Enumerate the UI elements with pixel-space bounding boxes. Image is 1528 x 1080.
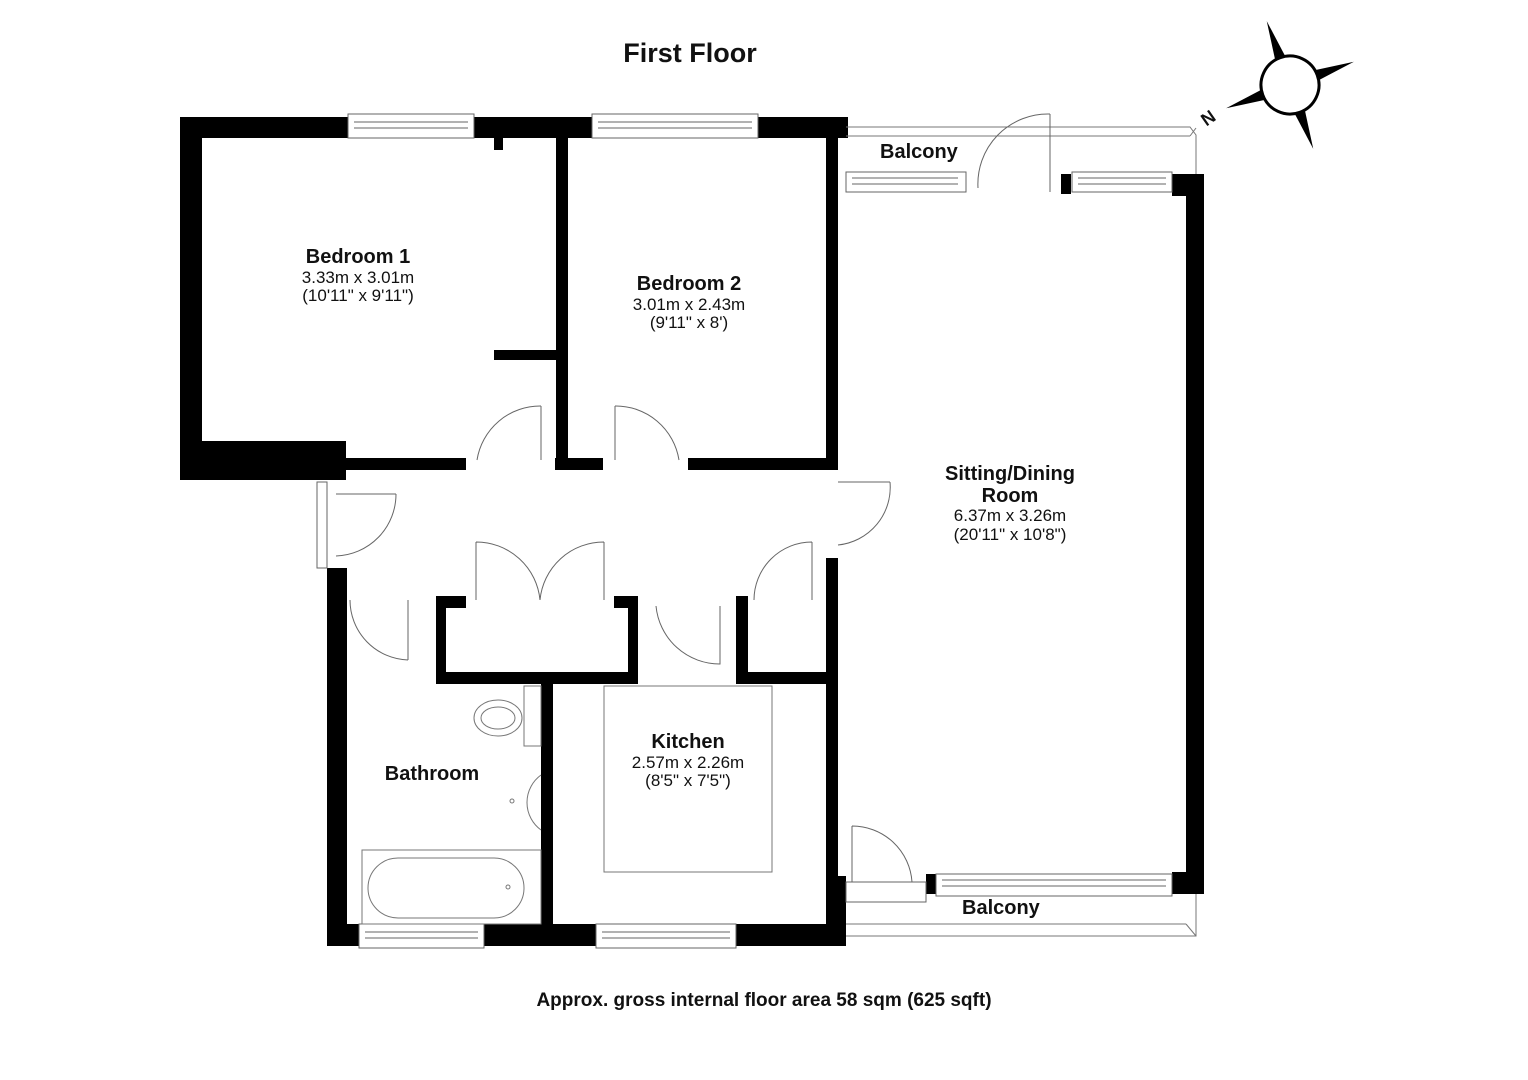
- compass-rose-icon: [1226, 21, 1354, 149]
- fixtures: [361, 685, 773, 925]
- room-metric: 6.37m x 3.26m: [953, 506, 1067, 526]
- room-name: Bedroom 2: [636, 273, 742, 295]
- balcony-label-top: Balcony: [880, 141, 958, 163]
- room-imperial: (10'11" x 9'11"): [302, 285, 414, 305]
- balcony-label-bottom: Balcony: [962, 897, 1040, 919]
- room-name: Bedroom 1: [305, 246, 411, 268]
- floor-area-note: Approx. gross internal floor area 58 sqm…: [536, 990, 992, 1011]
- room-name: Kitchen: [651, 731, 725, 753]
- room-metric: 2.57m x 2.26m: [631, 752, 745, 772]
- room-imperial: (20'11" x 10'8"): [953, 524, 1067, 544]
- room-label-bathroom: Bathroom: [384, 763, 480, 786]
- room-imperial: (9'11" x 8'): [649, 312, 729, 332]
- doors: [316, 113, 1051, 903]
- room-name-line2: Room: [981, 484, 1039, 507]
- room-imperial: (8'5" x 7'5"): [645, 770, 731, 790]
- room-label-kitchen: Kitchen 2.57m x 2.26m (8'5" x 7'5"): [631, 731, 745, 790]
- room-label-bedroom-2: Bedroom 2 3.01m x 2.43m (9'11" x 8'): [632, 273, 746, 332]
- walls: [180, 117, 1204, 946]
- floor-title: First Floor: [623, 38, 757, 68]
- balcony-outlines: [846, 126, 1197, 937]
- room-name: Sitting/Dining: [945, 463, 1075, 485]
- room-name: Bathroom: [384, 763, 480, 785]
- room-label-sitting-dining: Sitting/Dining Room 6.37m x 3.26m (20'11…: [945, 463, 1075, 544]
- room-metric: 3.33m x 3.01m: [301, 267, 415, 287]
- room-label-bedroom-1: Bedroom 1 3.33m x 3.01m (10'11" x 9'11"): [301, 246, 415, 305]
- room-metric: 3.01m x 2.43m: [632, 294, 746, 314]
